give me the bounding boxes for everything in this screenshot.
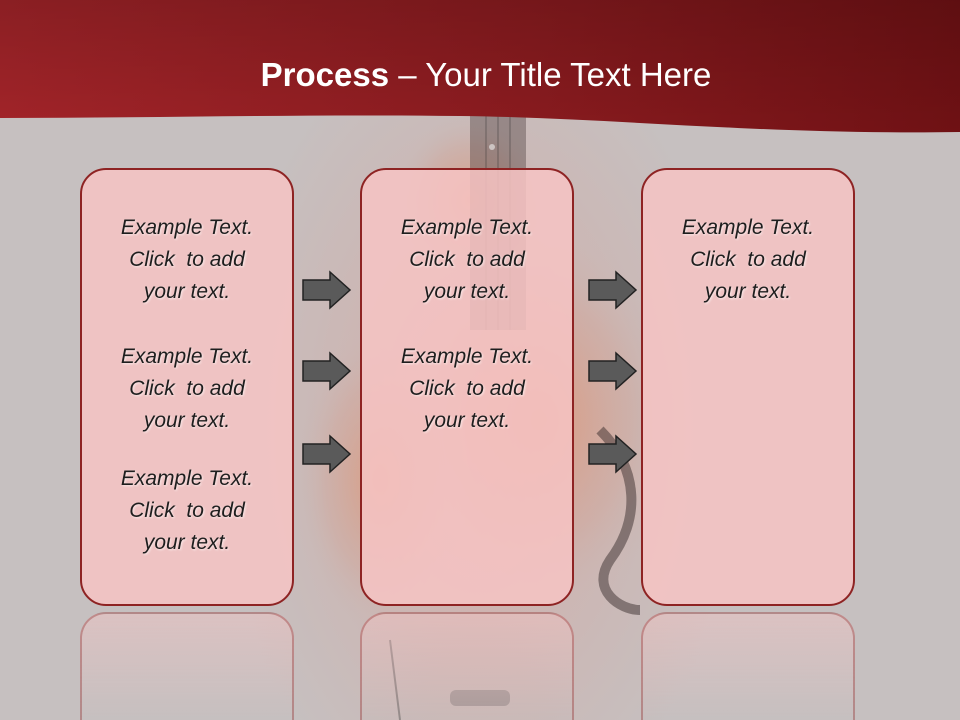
process-panel-2[interactable]: Example Text. Click to add your text. Ex…	[360, 168, 574, 606]
panel-2-reflection	[360, 612, 574, 720]
panel-2-text-2[interactable]: Example Text. Click to add your text.	[362, 341, 572, 437]
right-arrow-icon[interactable]	[588, 434, 638, 474]
text-line: Example Text.	[120, 345, 254, 368]
panel-3-reflection	[641, 612, 855, 720]
text-line: your text.	[704, 280, 792, 303]
panel-1-reflection	[80, 612, 294, 720]
text-line: Example Text.	[120, 216, 254, 239]
text-line: Click to add	[129, 499, 245, 522]
text-line: Example Text.	[400, 216, 534, 239]
right-arrow-icon[interactable]	[302, 270, 352, 310]
text-line: your text.	[143, 280, 231, 303]
text-line: Example Text.	[681, 216, 815, 239]
panel-1-text-2[interactable]: Example Text. Click to add your text.	[82, 341, 292, 437]
right-arrow-icon[interactable]	[302, 434, 352, 474]
right-arrow-icon[interactable]	[588, 270, 638, 310]
title-rest: – Your Title Text Here	[389, 56, 712, 93]
right-arrow-icon[interactable]	[588, 351, 638, 391]
text-line: your text.	[423, 280, 511, 303]
text-line: Example Text.	[120, 467, 254, 490]
text-line: Click to add	[129, 248, 245, 271]
panel-1-text-3[interactable]: Example Text. Click to add your text.	[82, 463, 292, 559]
panel-2-text-1[interactable]: Example Text. Click to add your text.	[362, 212, 572, 308]
right-arrow-icon[interactable]	[302, 351, 352, 391]
process-panel-3[interactable]: Example Text. Click to add your text.	[641, 168, 855, 606]
text-line: Click to add	[690, 248, 806, 271]
text-line: your text.	[143, 409, 231, 432]
text-line: Click to add	[409, 248, 525, 271]
title-bold: Process	[260, 56, 390, 93]
text-line: Example Text.	[400, 345, 534, 368]
text-line: your text.	[143, 531, 231, 554]
text-line: your text.	[423, 409, 511, 432]
text-line: Click to add	[129, 377, 245, 400]
header-band	[0, 0, 960, 133]
text-line: Click to add	[409, 377, 525, 400]
panel-1-text-1[interactable]: Example Text. Click to add your text.	[82, 212, 292, 308]
process-panel-1[interactable]: Example Text. Click to add your text. Ex…	[80, 168, 294, 606]
panel-3-text-1[interactable]: Example Text. Click to add your text.	[643, 212, 853, 308]
slide-title[interactable]: Process – Your Title Text Here	[0, 52, 960, 98]
